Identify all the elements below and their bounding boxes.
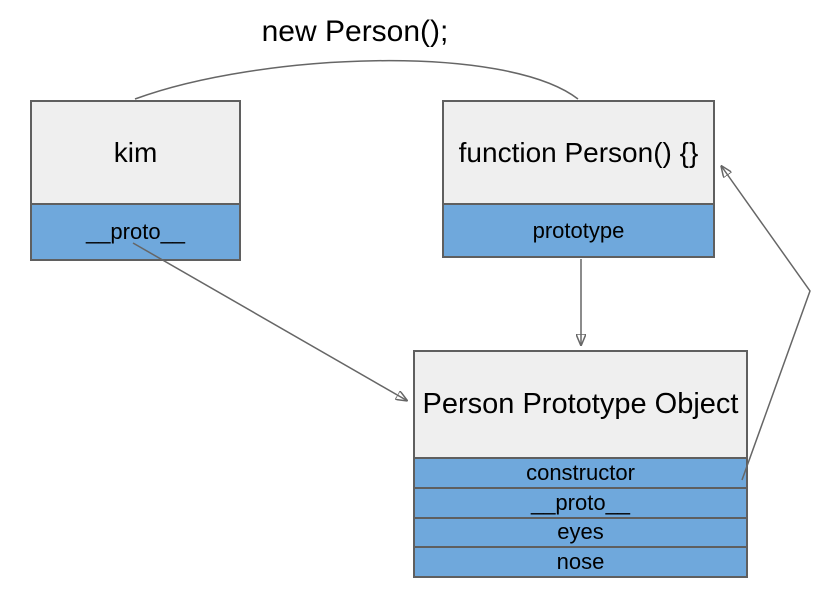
- node-person-prototype-object: Person Prototype Object constructor __pr…: [413, 350, 748, 578]
- node-person-prototype-object-row-eyes: eyes: [415, 516, 746, 547]
- node-person-function-title: function Person() {}: [458, 136, 699, 168]
- edge-proto-to-prototype-object: [132, 242, 406, 400]
- node-person-prototype-object-row-constructor: constructor: [415, 457, 746, 487]
- node-person-prototype-object-row-nose: nose: [415, 546, 746, 576]
- node-kim: kim __proto__: [30, 100, 241, 261]
- edge-new-person-curve: [134, 59, 579, 100]
- node-kim-row-proto: __proto__: [32, 203, 239, 259]
- new-person-edge-label: new Person();: [261, 15, 449, 48]
- node-person-function-row-prototype: prototype: [444, 203, 713, 256]
- node-person-prototype-object-title: Person Prototype Object: [422, 388, 739, 420]
- node-person-function: function Person() {} prototype: [442, 100, 715, 258]
- node-kim-title: kim: [113, 136, 158, 168]
- node-person-prototype-object-row-proto: __proto__: [415, 486, 746, 517]
